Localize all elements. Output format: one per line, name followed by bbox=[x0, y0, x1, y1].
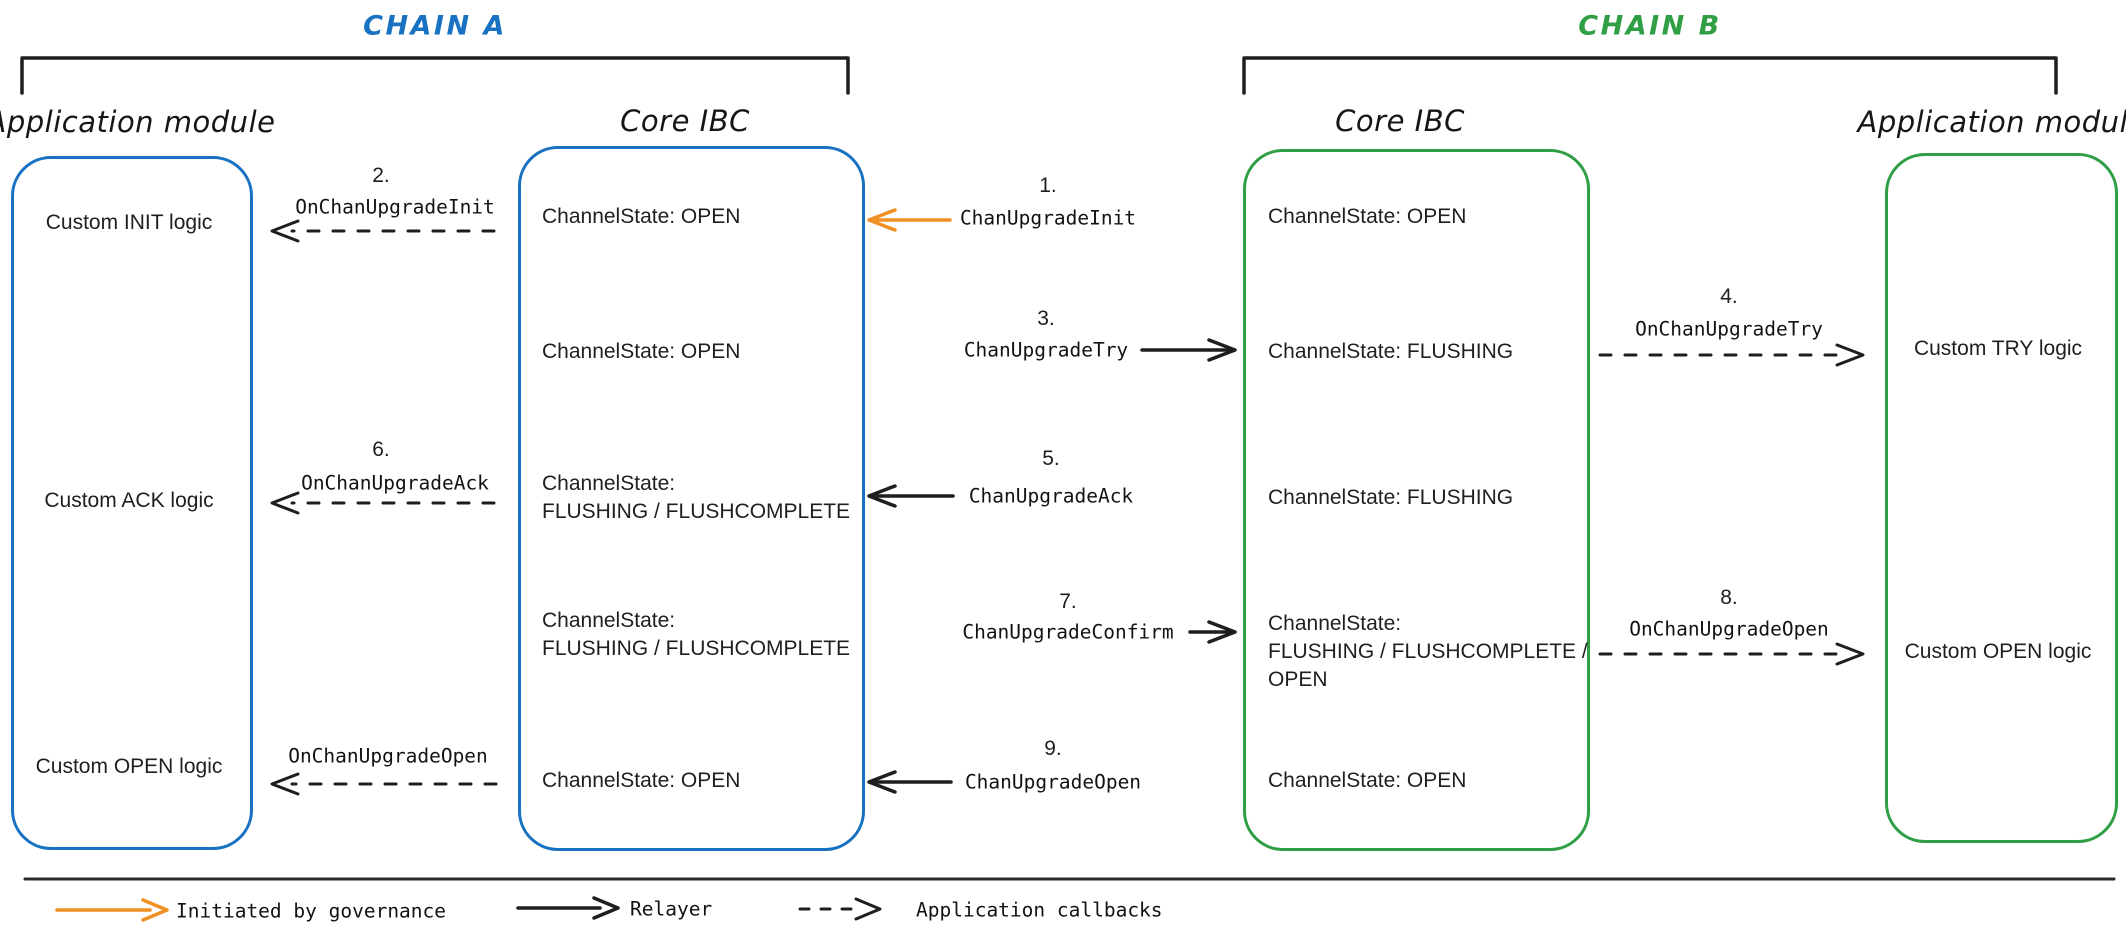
legend-callbacks-arrow bbox=[798, 897, 882, 921]
app-b-custom-try-logic: Custom TRY logic bbox=[1913, 337, 2083, 360]
chain-a-title: CHAIN A bbox=[363, 10, 507, 42]
core-a-state-row-3: ChannelState: FLUSHING / FLUSHCOMPLETE bbox=[542, 472, 851, 523]
core-a-state-row-4: ChannelState: FLUSHING / FLUSHCOMPLETE bbox=[542, 609, 851, 660]
core-a-state-row-5: ChannelState: OPEN bbox=[542, 769, 741, 792]
app-module-a-box bbox=[11, 156, 253, 850]
app-a-custom-ack-logic: Custom ACK logic bbox=[44, 489, 214, 512]
column-title-app-module-a: Application module bbox=[0, 105, 276, 139]
app-module-b-box bbox=[1885, 153, 2118, 843]
legend-governance-label: Initiated by governance bbox=[176, 899, 447, 923]
arrow-1-chan-upgrade-init bbox=[867, 208, 952, 232]
core-a-state-row-1: ChannelState: OPEN bbox=[542, 205, 741, 228]
legend-governance-arrow bbox=[55, 898, 169, 922]
message-4-number: 4. bbox=[1720, 285, 1738, 308]
arrow-5-chan-upgrade-ack bbox=[867, 484, 955, 508]
app-a-custom-open-logic: Custom OPEN logic bbox=[35, 755, 223, 778]
chain-b-title: CHAIN B bbox=[1578, 10, 1722, 42]
legend-callbacks-label: Application callbacks bbox=[916, 898, 1163, 922]
message-7-number: 7. bbox=[1059, 590, 1077, 613]
message-5-label: ChanUpgradeAck bbox=[968, 484, 1134, 508]
message-on-chan-upgrade-open-a-label: OnChanUpgradeOpen bbox=[288, 744, 488, 768]
core-b-state-row-4: ChannelState: FLUSHING / FLUSHCOMPLETE /… bbox=[1268, 612, 1588, 691]
arrow-7-chan-upgrade-confirm bbox=[1188, 620, 1237, 644]
message-9-number: 9. bbox=[1044, 737, 1062, 760]
column-title-core-ibc-b: Core IBC bbox=[1335, 104, 1465, 138]
core-b-state-row-3: ChannelState: FLUSHING bbox=[1268, 486, 1514, 509]
core-b-state-row-5: ChannelState: OPEN bbox=[1268, 769, 1467, 792]
arrow-on-chan-upgrade-open-a bbox=[270, 772, 498, 796]
core-a-state-row-2: ChannelState: OPEN bbox=[542, 340, 741, 363]
legend-relayer-arrow bbox=[516, 896, 620, 920]
message-6-number: 6. bbox=[372, 438, 390, 461]
message-8-number: 8. bbox=[1720, 586, 1738, 609]
arrow-3-chan-upgrade-try bbox=[1140, 338, 1237, 362]
core-ibc-b-box bbox=[1243, 149, 1590, 851]
message-3-label: ChanUpgradeTry bbox=[963, 338, 1129, 362]
message-1-number: 1. bbox=[1039, 174, 1057, 197]
message-8-label: OnChanUpgradeOpen bbox=[1629, 617, 1829, 641]
app-b-custom-open-logic: Custom OPEN logic bbox=[1904, 640, 2092, 663]
arrow-4-on-chan-upgrade-try bbox=[1598, 343, 1865, 367]
arrow-8-on-chan-upgrade-open bbox=[1598, 642, 1865, 666]
message-5-number: 5. bbox=[1042, 447, 1060, 470]
core-ibc-a-box bbox=[518, 146, 865, 851]
app-a-custom-init-logic: Custom INIT logic bbox=[45, 211, 213, 234]
message-7-label: ChanUpgradeConfirm bbox=[962, 620, 1174, 644]
core-b-state-row-2: ChannelState: FLUSHING bbox=[1268, 340, 1514, 363]
arrow-9-chan-upgrade-open bbox=[867, 770, 953, 794]
legend-relayer-label: Relayer bbox=[630, 897, 713, 921]
core-b-state-row-1: ChannelState: OPEN bbox=[1268, 205, 1467, 228]
message-4-label: OnChanUpgradeTry bbox=[1635, 317, 1823, 341]
message-2-number: 2. bbox=[372, 164, 390, 187]
message-3-number: 3. bbox=[1037, 307, 1055, 330]
chain-a-bracket bbox=[20, 56, 850, 95]
message-9-label: ChanUpgradeOpen bbox=[964, 770, 1142, 794]
arrow-6-on-chan-upgrade-ack bbox=[270, 491, 496, 515]
column-title-core-ibc-a: Core IBC bbox=[620, 104, 750, 138]
message-2-label: OnChanUpgradeInit bbox=[295, 195, 495, 219]
message-1-label: ChanUpgradeInit bbox=[959, 206, 1137, 230]
chain-b-bracket bbox=[1242, 56, 2058, 95]
message-6-label: OnChanUpgradeAck bbox=[301, 471, 489, 495]
column-title-app-module-b: Application module bbox=[1857, 105, 2126, 139]
arrow-2-on-chan-upgrade-init bbox=[270, 219, 496, 243]
